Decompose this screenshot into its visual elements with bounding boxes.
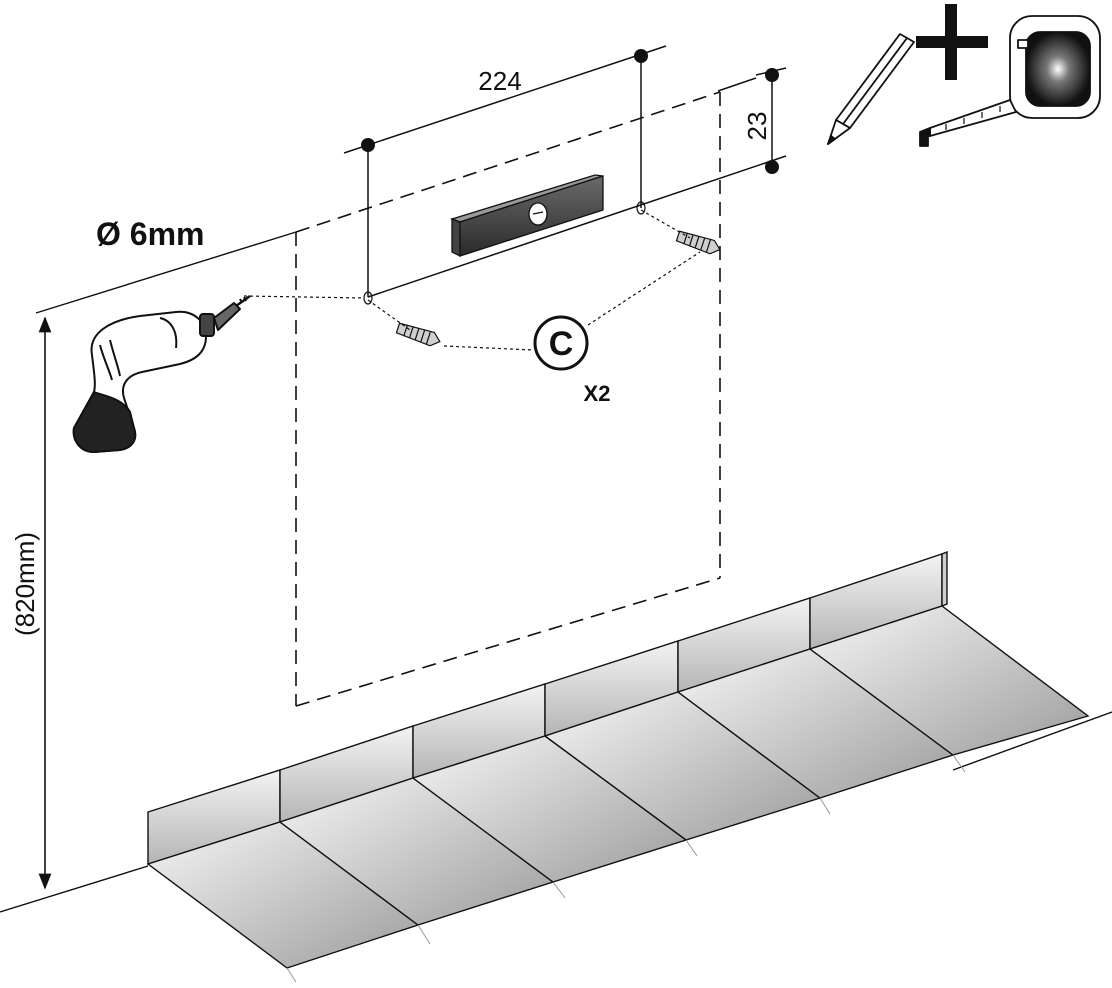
dimension-dots [361,49,779,174]
spirit-level-icon [449,174,604,258]
appliance-outline [295,91,721,707]
wall-plug-icon [395,230,721,347]
countertop [146,605,1090,969]
pencil-icon [827,33,915,145]
part-quantity: X2 [584,381,611,406]
drill-icon [72,294,251,453]
height-label: (820mm) [10,532,40,636]
spacing-label: 224 [478,66,521,96]
reference-lines [0,231,1112,913]
backsplash [147,550,948,865]
tile-joint-ticks [286,754,966,983]
part-letter: C [549,325,574,363]
hole-diameter-label: Ø 6mm [96,216,204,252]
spacing-dimension [343,45,787,298]
offset-label: 23 [742,112,772,141]
tape-measure-icon [919,15,1101,147]
plus-icon [916,4,988,80]
part-callout: C X2 [533,315,611,406]
height-dimension: (820mm) [10,316,52,890]
leader-lines [243,209,701,351]
